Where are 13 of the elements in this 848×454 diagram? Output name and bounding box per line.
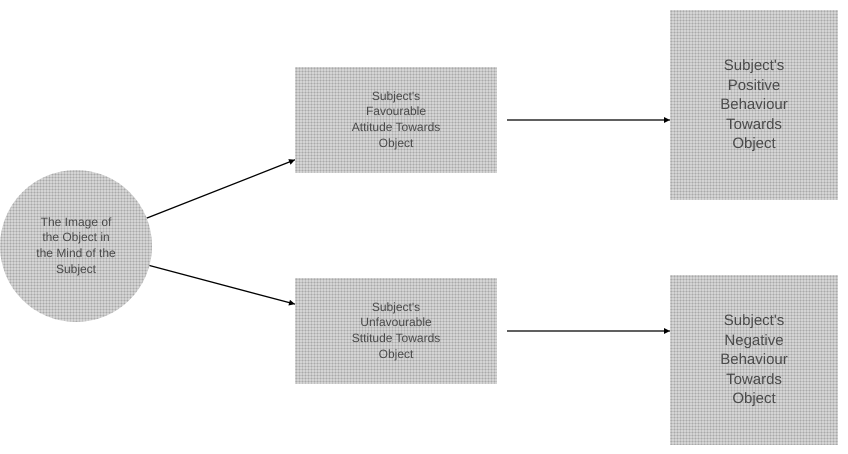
arrow bbox=[507, 328, 670, 334]
concept-box bbox=[295, 278, 497, 384]
node-label: The Image of the Object in the Mind of the Subject bbox=[35, 214, 117, 278]
arrow bbox=[149, 264, 296, 306]
node-label: Subject's Negative Behaviour Towards Object bbox=[719, 311, 789, 409]
node-label: Subject's Unfavourable Sttitude Towards Object bbox=[350, 300, 442, 362]
concept-box bbox=[295, 67, 497, 173]
arrow bbox=[146, 159, 296, 219]
concept-box bbox=[670, 275, 838, 445]
node-label: Subject's Positive Behaviour Towards Object bbox=[719, 56, 789, 154]
node-label: Subject's Favourable Attitude Towards Object bbox=[350, 88, 442, 152]
arrow bbox=[507, 117, 670, 123]
concept-box bbox=[670, 10, 838, 200]
